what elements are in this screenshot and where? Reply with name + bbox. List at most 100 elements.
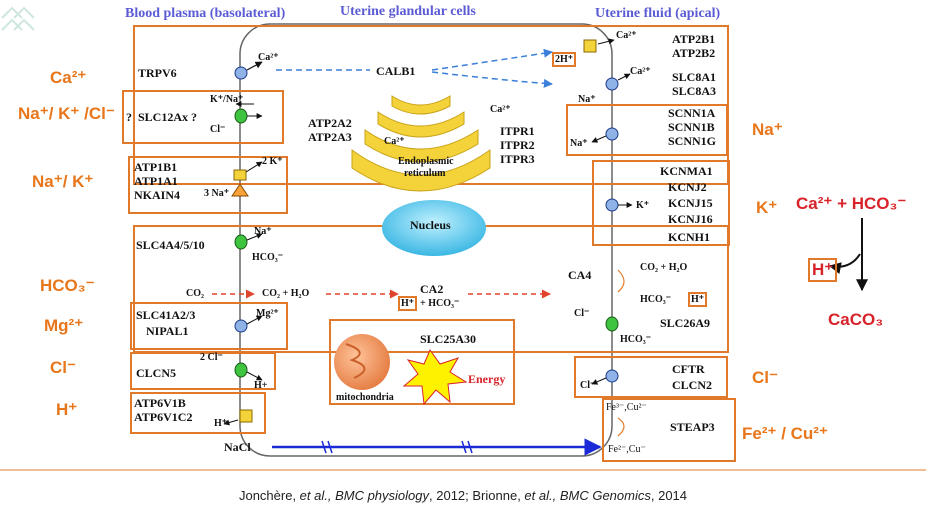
gene-atp2b1: ATP2B1 — [672, 32, 715, 46]
small-ca-atp2b: Ca²⁺ — [616, 30, 637, 41]
gene-kcnj16: KCNJ16 — [668, 212, 713, 226]
citation: Jonchère, et al., BMC physiology, 2012; … — [0, 488, 926, 503]
energy-label: Energy — [468, 372, 505, 386]
nacl-label: NaCl — [224, 440, 251, 454]
citation-part2: et al., BMC physiology — [300, 488, 429, 503]
gene-atp2b2: ATP2B2 — [672, 46, 715, 60]
gene-scnn1g: SCNN1G — [668, 134, 716, 148]
ion-na-k-cl: Na⁺/ K⁺ /Cl⁻ — [18, 104, 115, 124]
small-h-ca2: H⁺ — [398, 296, 417, 311]
small-k-na: K⁺/Na⁺ — [210, 94, 243, 105]
nucleus-label: Nucleus — [410, 218, 451, 232]
small-ca-trpv6: Ca²⁺ — [258, 52, 279, 63]
small-2k: 2 K⁺ — [262, 156, 283, 167]
gene-slc41a: SLC41A2/3 — [136, 308, 195, 322]
energy-star — [404, 350, 466, 404]
ion-h: H⁺ — [56, 400, 77, 420]
small-hco3-slc26: HCO₃⁻ — [620, 334, 651, 345]
small-fe3-cu2: Fe³⁻,Cu²⁻ — [606, 402, 647, 413]
ion-cl-right: Cl⁻ — [752, 368, 778, 388]
gene-atp6v1c2: ATP6V1C2 — [134, 410, 192, 424]
ion-fe-cu: Fe²⁺ / Cu²⁺ — [742, 424, 828, 444]
ion-hco3: HCO₃⁻ — [40, 276, 95, 296]
reaction-proton: H⁺ — [808, 258, 837, 282]
small-ca-slc8a: Ca²⁺ — [630, 66, 651, 77]
gene-itpr3: ITPR3 — [500, 152, 535, 166]
er-label-1: Endoplasmic — [398, 156, 454, 167]
er-label-2: reticulum — [404, 168, 445, 179]
gene-atp1a1: ATP1A1 — [134, 174, 178, 188]
small-mg: Mg²⁺ — [256, 308, 279, 319]
header-uterine-fluid: Uterine fluid (apical) — [595, 6, 720, 22]
header-blood-plasma: Blood plasma (basolateral) — [125, 6, 285, 22]
small-co2-h2o-ca4: CO₂ + H₂O — [640, 262, 687, 273]
gene-scnn1a: SCNN1A — [668, 106, 715, 120]
gene-kcnh1: KCNH1 — [668, 230, 710, 244]
small-fe2-cu: Fe²⁻,Cu⁻ — [608, 444, 646, 455]
small-hco3-slc4: HCO₃⁻ — [252, 252, 283, 263]
ion-cl-left: Cl⁻ — [50, 358, 76, 378]
small-co2-h2o: CO₂ + H₂O — [262, 288, 309, 299]
gene-nipal1: NIPAL1 — [146, 324, 188, 338]
small-na-slc8a: Na⁺ — [578, 94, 596, 105]
small-cl-slc12: Cl⁻ — [210, 124, 225, 135]
gene-ca2: CA2 — [420, 282, 443, 296]
small-co2: CO₂ — [186, 288, 204, 299]
mito-shape — [334, 334, 390, 390]
small-ca-atp2a: Ca²⁺ — [384, 136, 405, 147]
gene-steap3: STEAP3 — [670, 420, 715, 434]
gene-atp2a3: ATP2A3 — [308, 130, 352, 144]
header-uterine-cells: Uterine glandular cells — [340, 4, 476, 20]
small-h-ca4: H⁺ — [688, 292, 707, 307]
gene-nkain4: NKAIN4 — [134, 188, 180, 202]
gene-kcnj2: KCNJ2 — [668, 180, 707, 194]
small-h-plus: H+ — [254, 380, 267, 391]
gene-cftr: CFTR — [672, 362, 705, 376]
gene-ca4: CA4 — [568, 268, 591, 282]
gene-trpv6: TRPV6 — [138, 66, 177, 80]
gene-clcn5: CLCN5 — [136, 366, 176, 380]
citation-part4: et al., BMC Genomics — [524, 488, 650, 503]
reaction-reactants: Ca²⁺ + HCO₃⁻ — [796, 194, 906, 214]
gene-slc8a3: SLC8A3 — [672, 84, 716, 98]
ion-na-right: Na⁺ — [752, 120, 783, 140]
citation-part5: , 2014 — [651, 488, 687, 503]
reaction-product: CaCO₃ — [828, 310, 883, 330]
small-cl-slc26: Cl⁻ — [574, 308, 589, 319]
gene-clcn2: CLCN2 — [672, 378, 712, 392]
gene-slc12ax-q: ? — [126, 110, 132, 124]
small-na-scnn: Na⁺ — [570, 138, 588, 149]
gene-atp1b1: ATP1B1 — [134, 160, 177, 174]
small-h-atp6: H⁺ — [214, 418, 227, 429]
gene-kcnma1: KCNMA1 — [660, 164, 713, 178]
ion-na-k: Na⁺/ K⁺ — [32, 172, 93, 192]
gene-slc4a: SLC4A4/5/10 — [136, 238, 205, 252]
mito-label: mitochondria — [336, 392, 394, 403]
gene-slc26a9: SLC26A9 — [660, 316, 710, 330]
gene-itpr1: ITPR1 — [500, 124, 535, 138]
small-hco3-ca4: HCO₃⁻ — [640, 294, 671, 305]
gene-kcnj15: KCNJ15 — [668, 196, 713, 210]
citation-part1: Jonchère, — [239, 488, 300, 503]
citation-part3: , 2012; Brionne, — [429, 488, 524, 503]
gene-slc8a1: SLC8A1 — [672, 70, 716, 84]
small-ca-itpr: Ca²⁺ — [490, 104, 511, 115]
gene-itpr2: ITPR2 — [500, 138, 535, 152]
small-2h: 2H⁺ — [552, 52, 576, 67]
ion-k-right: K⁺ — [756, 198, 777, 218]
gene-scnn1b: SCNN1B — [668, 120, 715, 134]
gene-atp6v1b: ATP6V1B — [134, 396, 186, 410]
small-2cl: 2 Cl⁻ — [200, 352, 223, 363]
small-cl-cftr: Cl⁻ — [580, 380, 595, 391]
small-3na: 3 Na⁺ — [204, 188, 229, 199]
ion-ca: Ca²⁺ — [50, 68, 86, 88]
decorative-chevrons — [2, 8, 34, 30]
gene-slc12ax: SLC12Ax ? — [138, 110, 197, 124]
gene-calb1: CALB1 — [376, 64, 415, 78]
gene-atp2a2: ATP2A2 — [308, 116, 352, 130]
gene-slc25a30: SLC25A30 — [420, 332, 476, 346]
small-plus-hco3: + HCO₃⁻ — [420, 298, 459, 309]
ion-mg: Mg²⁺ — [44, 316, 83, 336]
small-k-kcn: K⁺ — [636, 200, 649, 211]
